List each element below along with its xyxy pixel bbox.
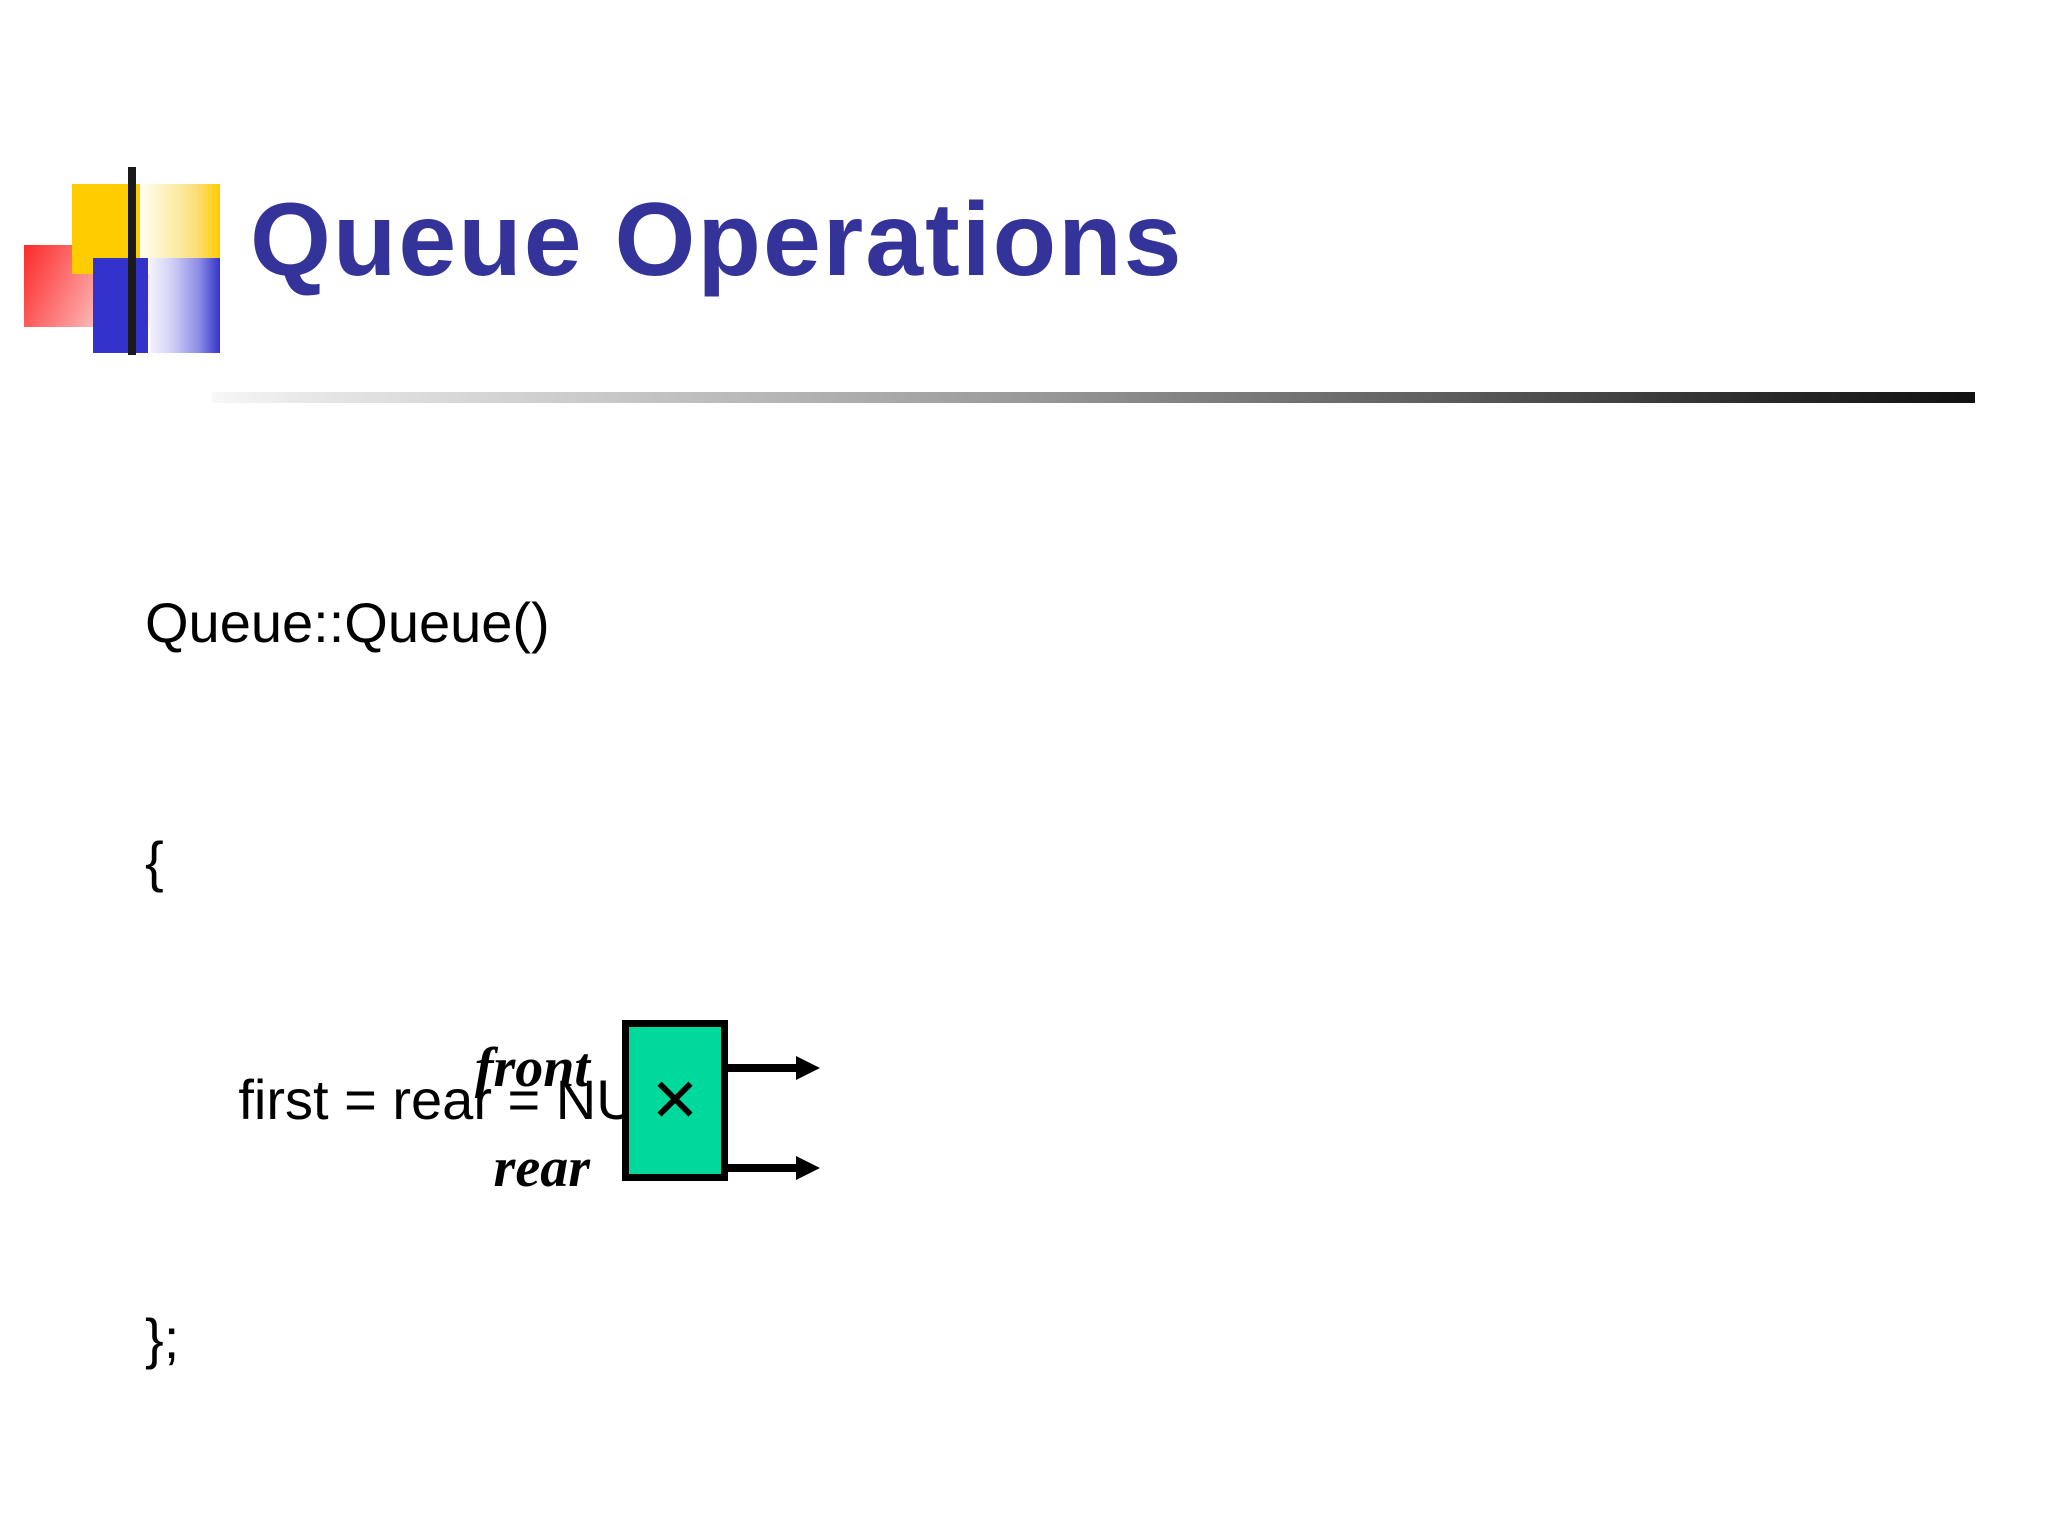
black-vertical-bar-shape <box>128 167 136 355</box>
rear-pointer-arrow-icon <box>670 1153 820 1183</box>
arrow-shaft <box>670 1164 798 1172</box>
arrow-head <box>796 1056 820 1080</box>
queue-null-node: ✕ <box>622 1020 728 1181</box>
front-pointer-label: front <box>474 1037 590 1099</box>
blue-solid-square-shape <box>93 258 148 353</box>
front-pointer-arrow-icon <box>670 1053 820 1083</box>
title-divider-rule <box>212 392 1975 403</box>
code-line-open-brace: { <box>145 829 164 893</box>
rear-pointer-label: rear <box>493 1137 590 1199</box>
code-block: Queue::Queue() { first = rear = NULL; }; <box>145 424 715 1458</box>
arrow-shaft <box>670 1064 798 1072</box>
page-title: Queue Operations <box>250 182 1184 298</box>
null-cross-icon: ✕ <box>649 1065 701 1136</box>
empty-queue-diagram: front rear ✕ <box>475 1020 900 1250</box>
code-line-close-brace: }; <box>145 1306 180 1370</box>
arrow-head <box>796 1156 820 1180</box>
blue-gradient-square-shape <box>150 258 220 353</box>
code-line-signature: Queue::Queue() <box>145 591 550 655</box>
slide-logo-decoration <box>0 0 300 420</box>
